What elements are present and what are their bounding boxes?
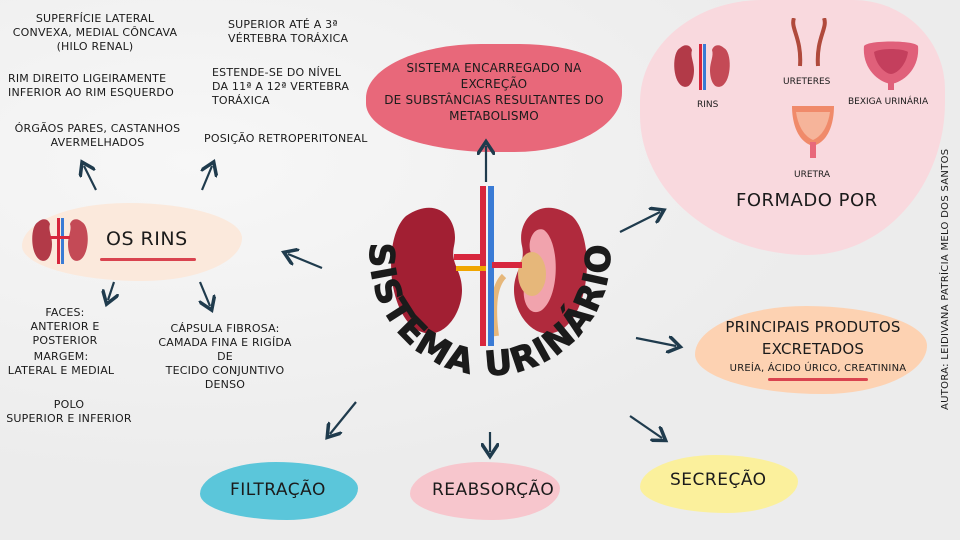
- ureteres-label: URETERES: [783, 77, 831, 87]
- arrow-to-filtracao: [330, 401, 357, 434]
- faces-text: FACES: ANTERIOR E POSTERIOR: [30, 306, 100, 347]
- arrow-to-secrecao: [629, 415, 662, 438]
- svg-text:SISTEMA URINÁRIO: SISTEMA URINÁRIO: [361, 242, 619, 385]
- produtos-underline: [768, 378, 868, 381]
- produtos-title: PRINCIPAIS PRODUTOS EXCRETADOS: [725, 318, 901, 358]
- produtos-list: UREÍA, ÁCIDO ÚRICO, CREATININA: [729, 363, 907, 374]
- secrecao-label: SECREÇÃO: [670, 470, 767, 490]
- arrow-to-rins: [288, 254, 323, 270]
- posicao-text: POSIÇÃO RETROPERITONEAL: [204, 132, 368, 145]
- rim-direito-text: RIM DIREITO LIGEIRAMENTE INFERIOR AO RIM…: [8, 72, 174, 99]
- sistema-desc: SISTEMA ENCARREGADO NA EXCREÇÃO DE SUBST…: [384, 61, 604, 123]
- rins-item-label: RINS: [697, 100, 719, 110]
- estende-text: ESTENDE-SE DO NÍVEL DA 11ª A 12ª VERTEBR…: [212, 66, 350, 107]
- uretra-icon: [788, 102, 838, 164]
- arrow-to-formado: [619, 212, 660, 233]
- superior-text: SUPERIOR ATÉ A 3ª VÉRTEBRA TORÁXICA: [228, 18, 349, 45]
- capsula-text: CÁPSULA FIBROSA: CAMADA FINA E RIGÍDA DE…: [158, 322, 292, 391]
- central-kidney-illustration: [384, 186, 594, 346]
- formado-title: FORMADO POR: [736, 190, 878, 211]
- sistema-desc-blob: [366, 44, 622, 152]
- center-title: SISTEMA URINÁRIO: [360, 241, 617, 385]
- arrow-down-left: [108, 281, 114, 300]
- filtracao-label: FILTRAÇÃO: [230, 480, 326, 500]
- orgaos-text: ÓRGÃOS PARES, CASTANHOS AVERMELHADOS: [14, 122, 181, 149]
- ureteres-icon: [780, 17, 840, 74]
- reabsorcao-blob: [410, 462, 560, 520]
- superficie-text: SUPERFÍCIE LATERAL CONVEXA, MEDIAL CÔNCA…: [12, 12, 178, 53]
- arrow-down-right: [200, 281, 210, 306]
- bexiga-icon: [856, 38, 926, 94]
- arrow-up-left: [84, 166, 97, 191]
- bexiga-label: BEXIGA URINÁRIA: [848, 97, 929, 107]
- reabsorcao-label: REABSORÇÃO: [432, 480, 555, 500]
- rins-underline: [100, 258, 196, 261]
- margem-text: MARGEM: LATERAL E MEDIAL: [7, 350, 115, 377]
- polo-text: POLO SUPERIOR E INFERIOR: [6, 398, 132, 425]
- filtracao-blob: [200, 462, 358, 520]
- kidneys-icon: [672, 40, 732, 96]
- small-kidney-icon: [30, 214, 90, 266]
- rins-title: OS RINS: [106, 228, 188, 250]
- secrecao-blob: [640, 455, 798, 513]
- uretra-label: URETRA: [794, 170, 831, 180]
- arrow-up-right: [202, 166, 212, 191]
- arrow-to-produtos: [635, 338, 676, 346]
